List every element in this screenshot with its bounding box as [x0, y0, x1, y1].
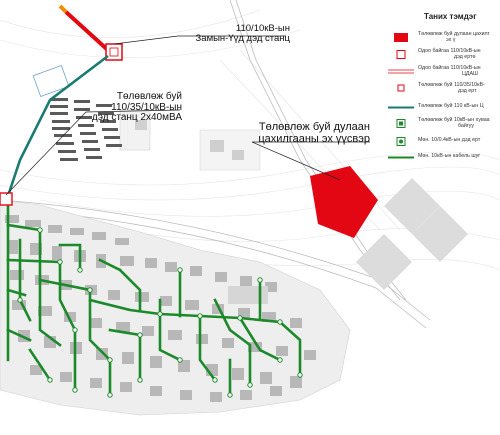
green-circle-icon	[396, 137, 406, 146]
city-area	[0, 199, 351, 416]
settlement-dots	[119, 109, 261, 171]
label-line: 110/35/10кВ-ын	[111, 101, 182, 113]
red-outline-square-small-icon	[397, 84, 405, 92]
existing-substation-core	[109, 47, 119, 57]
green-line-icon	[388, 156, 414, 159]
legend-text: Төлөвлөж буй 110/35/10кВ-дэд ерт	[418, 82, 485, 94]
label-line: цахилгааны эх үүсвэр	[258, 132, 370, 145]
legend-item-planned-110kv-line: Төлөвлөж буй 110 кВ-ын Ц	[380, 102, 500, 114]
label-line: Төлөвлөж буй	[116, 91, 182, 102]
legend-text: Мөн. 10кВ-ын кабель шуг	[418, 153, 481, 159]
red-filled-square-icon	[394, 33, 408, 42]
legend-title: Таних тэмдэг	[424, 12, 477, 21]
label-line: Төлөвлөж буй дулаан	[258, 121, 370, 133]
legend-text: Төлөвлөж буй 110 кВ-ын Ц	[418, 103, 484, 109]
green-square-icon	[396, 119, 406, 128]
existing-110kv-line	[64, 10, 112, 54]
legend-text: Мөн. 10/0.4кВ-ын дэд ерт	[418, 137, 481, 143]
existing-110kv-line-orange	[58, 4, 68, 14]
existing-substation-label: 110/10кВ-ын Замын-Үүд дэд станц	[172, 24, 290, 44]
legend-item-cable-line: Мөн. 10кВ-ын кабель шуг	[380, 152, 500, 164]
legend-item-planned-substation: Төлөвлөж буй 110/35/10кВ-дэд ерт	[380, 82, 500, 95]
planned-substation-label: Төлөвлөж буй 110/35/10кВ-ын дэд станц 2х…	[82, 91, 182, 124]
planned-110kv-line	[4, 54, 109, 203]
gray-blocks	[356, 178, 468, 290]
transformer-nodes	[17, 227, 303, 398]
label-line: Замын-Үүд дэд станц	[195, 32, 290, 44]
planned-substation-icon	[0, 192, 13, 206]
substation-plot	[32, 65, 70, 97]
teal-line-icon	[388, 106, 414, 109]
panel-field	[50, 98, 122, 161]
label-leaders	[5, 35, 370, 196]
red-double-line-icon	[388, 69, 414, 74]
existing-substation-icon	[105, 43, 123, 61]
heating-plant-icon	[310, 166, 378, 238]
label-line: дэд станц 2х40мВА	[91, 112, 182, 123]
red-outline-square-icon	[396, 50, 406, 59]
heating-plant-label: Төлөвлөж буй дулаан цахилгааны эх үүсвэр	[250, 121, 370, 145]
legend-item-transformer: Мөн. 10/0.4кВ-ын дэд ерт	[380, 136, 500, 148]
label-line: 110/10кВ-ын	[235, 23, 290, 34]
